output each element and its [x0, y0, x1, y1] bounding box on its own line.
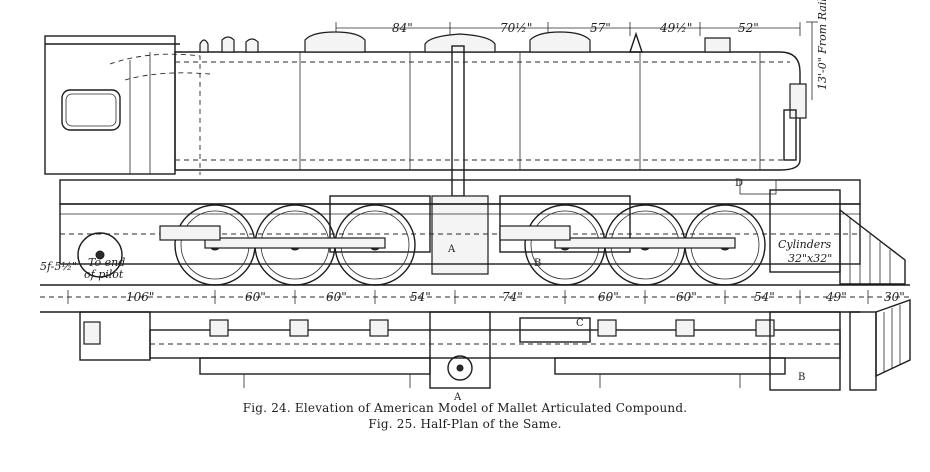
pilot-note-line1: To end [88, 256, 125, 269]
steam-pipe: A [431, 45, 489, 275]
bottom-dim-label: 74" [502, 290, 523, 304]
letter-b-label: B [534, 258, 541, 269]
locomotive-drawing: 84" 70½" 57" 49½" 52" 13'-0" From Rail [40, 0, 911, 403]
bottom-dim-label: 60" [245, 290, 266, 304]
bottom-dim-label: 54" [754, 290, 775, 304]
bottom-dim-label: 60" [676, 290, 697, 304]
bottom-dim-label: 60" [598, 290, 619, 304]
top-dim-label: 57" [590, 21, 611, 35]
boiler-fittings [199, 31, 731, 53]
top-dim-label: 84" [392, 21, 413, 35]
top-dimension-line: 84" 70½" 57" 49½" 52" [335, 21, 801, 36]
letter-b-label: B [798, 372, 805, 383]
bottom-dim-label: 49" [825, 290, 847, 304]
pilot [839, 208, 906, 285]
top-dim-label: 49½" [659, 21, 692, 35]
cylinders-size: 32"x32" [788, 252, 832, 265]
caption-fig-24: Fig. 24. Elevation of American Model of … [242, 401, 688, 415]
pilot-note-dim: 5f-5½" [40, 260, 77, 273]
boiler [109, 51, 801, 175]
height-note-text: 13'-0" From Rail [816, 0, 829, 90]
letter-c-label: C [576, 318, 584, 329]
pilot-note: 5f-5½" To end of pilot [40, 256, 125, 281]
height-note: 13'-0" From Rail [806, 0, 829, 100]
bottom-dimension-line: 106" 60" 60" 54" 74" 60" 60" 54" 49" 30" [40, 290, 910, 304]
letter-a-label: A [453, 392, 462, 403]
bottom-dim-label: 54" [410, 290, 431, 304]
pilot-note-line2: of pilot [84, 268, 124, 281]
side-rods [159, 225, 736, 249]
top-dim-label: 52" [738, 21, 759, 35]
bottom-dim-label: 30" [884, 290, 905, 304]
smokebox-front [783, 83, 807, 161]
caption-fig-25: Fig. 25. Half-Plan of the Same. [368, 417, 562, 431]
half-plan: A [40, 299, 911, 403]
bottom-dim-label: 106" [126, 290, 154, 304]
cab [44, 35, 180, 175]
cylinders-label: Cylinders 32"x32" [778, 238, 832, 265]
top-dim-label: 70½" [500, 21, 532, 35]
cylinders-title: Cylinders [778, 238, 832, 251]
letter-d-label: D [735, 178, 743, 189]
bottom-dim-label: 60" [326, 290, 347, 304]
letter-a-label: A [447, 244, 456, 255]
figure-captions: Fig. 24. Elevation of American Model of … [0, 400, 930, 432]
